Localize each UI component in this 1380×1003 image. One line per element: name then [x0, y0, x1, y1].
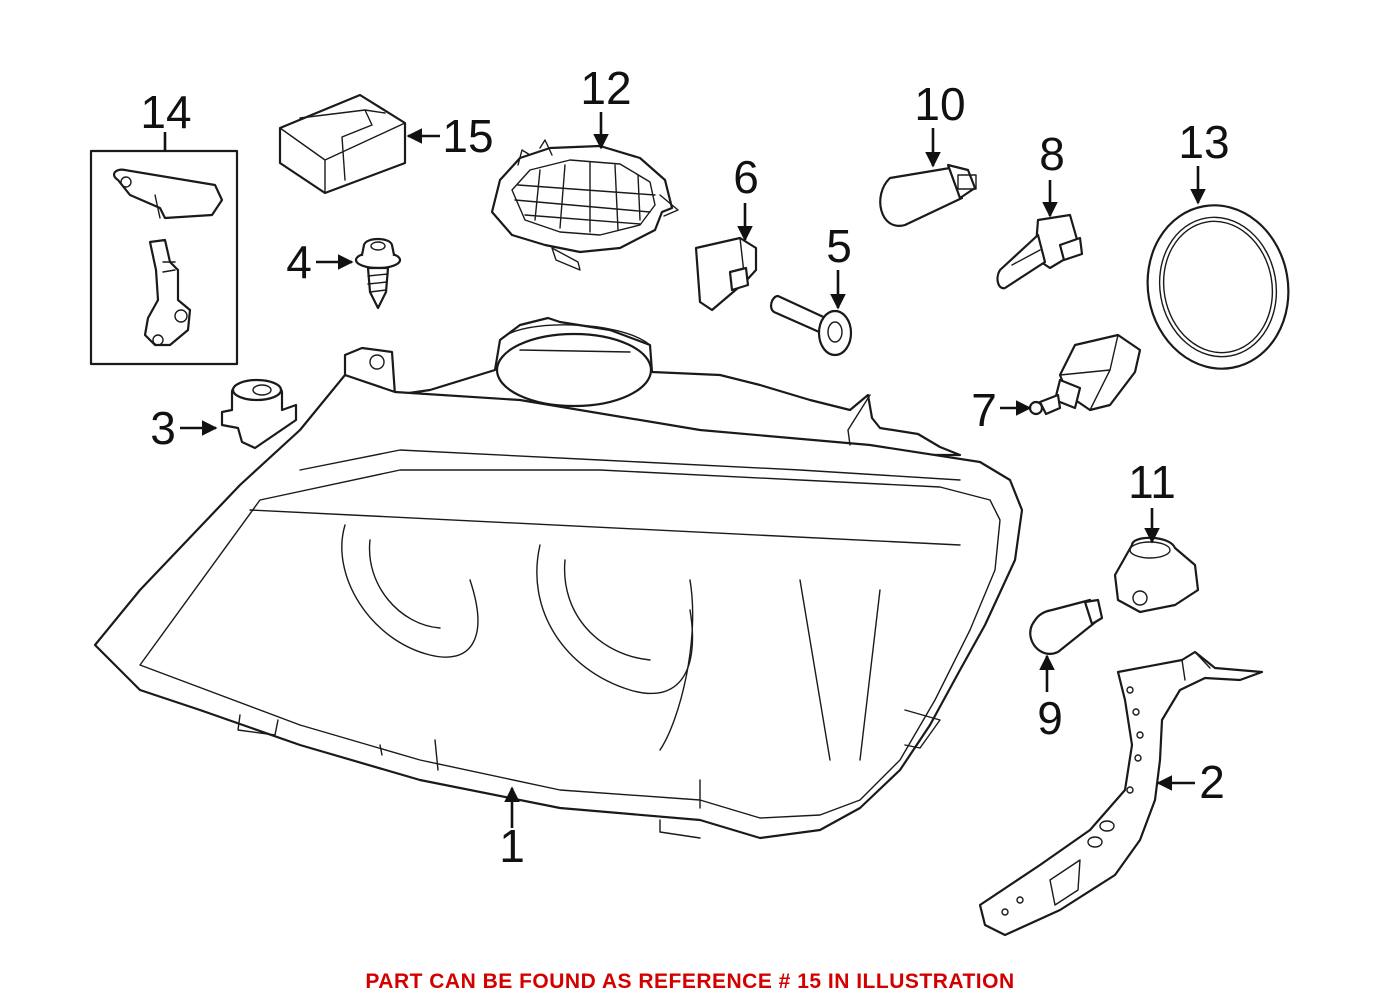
callout-15: 15	[442, 110, 493, 162]
callout-9: 9	[1037, 692, 1063, 744]
adjuster-clip-icon	[220, 378, 298, 450]
mounting-bracket-icon	[978, 650, 1264, 937]
callout-5: 5	[826, 220, 852, 272]
headlamp-cover-icon	[490, 139, 679, 271]
wedge-bulb-icon	[879, 163, 977, 227]
clip-nut-icon	[694, 236, 758, 312]
callout-numbers: 1 2 3 4 5 6 7 8 9 10 11 12 13 14 15	[140, 62, 1229, 872]
callout-2: 2	[1199, 756, 1225, 808]
leader-lines	[163, 112, 1206, 828]
bolt-icon	[769, 294, 853, 357]
callout-3: 3	[150, 402, 176, 454]
bulb-icon	[996, 213, 1084, 290]
bulb-socket-icon	[1028, 333, 1142, 416]
bulb-holder-icon	[1113, 536, 1200, 614]
ring-seal-icon	[1146, 204, 1290, 370]
callout-1: 1	[499, 820, 525, 872]
callout-14: 14	[140, 86, 191, 138]
callout-7: 7	[971, 384, 997, 436]
callout-8: 8	[1039, 128, 1065, 180]
footer-note: PART CAN BE FOUND AS REFERENCE # 15 IN I…	[365, 970, 1015, 993]
repair-kit-icon	[278, 93, 407, 195]
callout-12: 12	[580, 62, 631, 114]
callout-13: 13	[1178, 116, 1229, 168]
callout-11: 11	[1128, 456, 1176, 508]
callout-10: 10	[914, 78, 965, 130]
callout-6: 6	[733, 151, 759, 203]
callout-4: 4	[286, 236, 312, 288]
headlamp-assembly-icon	[93, 316, 1024, 840]
screw-icon	[354, 237, 402, 310]
indicator-bulb-icon	[1029, 598, 1104, 655]
control-module-icon	[89, 149, 239, 366]
